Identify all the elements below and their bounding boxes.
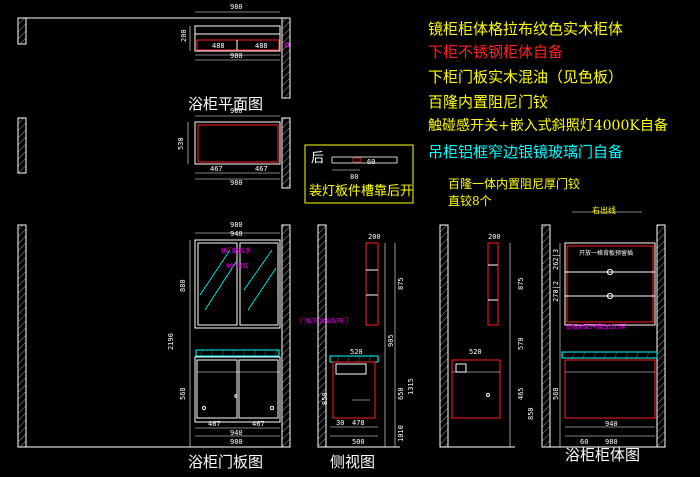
side-dim-650: 650 [397,387,405,400]
hinge-note-line2: 直铰8个 [448,194,492,208]
hinge-note-line1: 百隆一体内置阻尼厚门铰 [448,177,581,191]
door-dim-980-b: 980 [230,438,243,446]
plan-dim-200: 200 [180,29,188,42]
plan2-dim-467-b: 467 [255,165,268,173]
door-elevation [17,224,291,448]
plan-dim-488-b: 488 [255,42,268,50]
side-title: 侧视图 [330,453,376,471]
plan-dim-980-top: 980 [230,3,243,11]
note-5: 触碰感开关+嵌入式斜照灯4000K自备 [428,118,668,134]
door-title: 浴柜门板图 [188,453,264,471]
hidden-hinge-label: 90°暗铰 [226,263,249,270]
side-dim-1010: 1010 [397,425,405,442]
side-dim-520: 520 [350,348,363,356]
body-dim-2702: 270|2 [552,280,560,302]
door-led-label: 门板下沿出线开门 [300,318,349,325]
door-dim-467-b: 467 [252,420,265,428]
body-dim-940: 940 [605,420,618,428]
note-1: 镜柜柜体格拉布纹色实木柜体 [428,20,624,38]
right-outlet-label: 右出线 [592,206,616,215]
body-dim-60: 60 [580,438,589,446]
section-dim-520: 520 [469,348,482,356]
plan-dim-980-bottom: 980 [230,52,243,60]
body-dim-2621: 262|3 [552,248,560,270]
section-dim-465: 465 [517,387,525,400]
door-dim-980-top: 980 [230,221,243,229]
plan2-dim-980-top: 980 [230,107,243,115]
plan2-dim-467-a: 467 [210,165,223,173]
note-6: 吊柜铝框窄边银镜玻璃门自备 [428,143,624,161]
body-dim-568: 568 [552,387,560,400]
note-2: 下柜不锈钢柜体自备 [428,43,564,61]
body-elevation [541,211,666,448]
plan-dim-488-a: 488 [212,42,225,50]
side-dim-478: 478 [352,419,365,427]
plan2-dim-980-bottom: 980 [230,179,243,187]
side-dim-850: 850 [321,392,329,405]
door-dim-568: 568 [179,387,187,400]
plan2-dim-530: 530 [177,137,185,150]
section-dim-875: 875 [517,277,525,290]
side-view [317,224,400,448]
section-view [439,224,515,448]
lamp-detail-hou: 后 [311,151,325,166]
note-3: 下柜门板实木混油（见色板） [428,68,624,86]
door-dim-467-a: 467 [208,420,221,428]
side-dim-905: 905 [387,334,395,347]
door-dim-2190: 2190 [167,333,175,350]
mirror-door-label: 镜门装拉手 [221,248,252,255]
note-4: 百隆内置阻尼门铰 [428,93,549,111]
door-dim-940: 940 [230,230,243,238]
cabinet-label: 开放一格背板预留插 [579,250,634,257]
light-label: 底板前面开槽LED灯带 [566,324,626,331]
plan-title: 浴柜平面图 [188,95,264,113]
section-dim-850: 850 [527,407,535,420]
side-dim-875: 875 [397,277,405,290]
lamp-detail-dim-80: 80 [350,173,359,181]
side-dim-1315: 1315 [407,378,415,395]
section-dim-200: 200 [488,233,501,241]
door-dim-940-b: 940 [230,429,243,437]
section-dim-570: 570 [517,337,525,350]
plan-view-cabinet [17,115,291,189]
plan-view [17,11,291,99]
lamp-detail-dim-60: 60 [367,158,376,166]
side-dim-500: 500 [352,438,365,446]
body-dim-980: 980 [605,438,618,446]
lamp-detail [304,144,414,204]
side-dim-200: 200 [368,233,381,241]
lamp-detail-text: 装灯板件槽靠后开 [309,184,414,199]
side-dim-30: 30 [336,419,345,427]
door-dim-880: 880 [179,279,187,292]
body-title: 浴柜柜体图 [565,446,641,464]
